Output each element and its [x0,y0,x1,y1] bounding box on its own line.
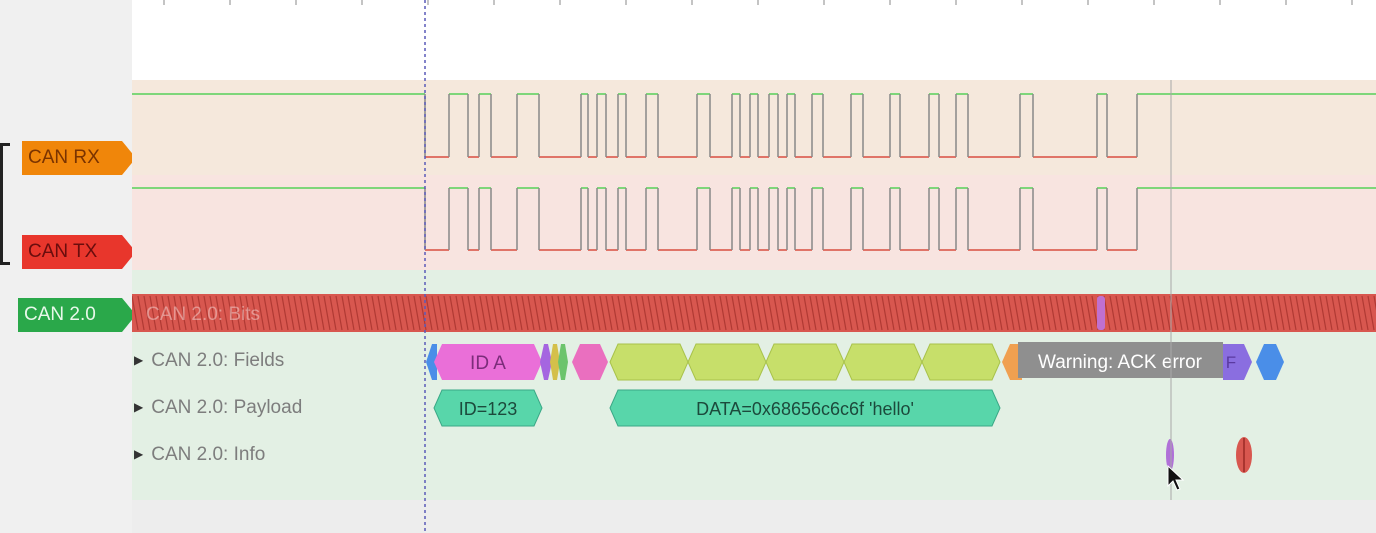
waveform-area[interactable]: CAN 2.0: Bits ID A Warning: ACK error F … [132,0,1376,533]
bits-marker [1097,296,1105,330]
decoder-row-fields[interactable]: ▶ CAN 2.0: Fields [134,350,284,372]
field-end [1256,344,1284,380]
info-lane [1166,437,1252,473]
field-id-label: ID A [470,353,506,374]
decoder-row-fields-label: CAN 2.0: Fields [151,350,285,371]
payload-data-segment [609,389,1001,427]
field-eof-label: F [1226,353,1236,372]
field-id [434,344,542,380]
field-dlc [572,344,608,380]
payload-lane: ID=123 DATA=0x68656c6c6f 'hello' [433,389,1001,427]
channel-label-can-2-0-text: CAN 2.0 [24,304,96,325]
can-tx-trace-band[interactable] [132,175,1376,270]
bits-lane-label: CAN 2.0: Bits [146,304,260,325]
mouse-pointer-icon [1167,464,1185,491]
payload-data-label: DATA=0x68656c6c6f 'hello' [696,399,914,419]
expand-triangle-icon[interactable]: ▶ [134,353,144,367]
field-rtr [540,344,552,380]
channel-label-can-tx-text: CAN TX [28,241,98,262]
decoder-row-payload-label: CAN 2.0: Payload [151,397,303,418]
bottom-gutter [132,500,1376,533]
decoder-row-payload[interactable]: ▶ CAN 2.0: Payload [134,397,302,419]
field-crc [1002,344,1022,380]
field-eof [1223,344,1252,380]
field-ide [550,344,560,380]
payload-id-label: ID=123 [459,399,518,419]
field-r0 [558,344,568,380]
channel-group-bracket [0,143,10,265]
channel-label-can-rx[interactable]: CAN RX [22,141,136,175]
field-data-byte [609,343,689,381]
field-sof [426,344,437,380]
decoder-row-info[interactable]: ▶ CAN 2.0: Info [134,444,265,466]
can-tx-edges [424,188,1138,250]
field-data-byte [843,343,923,381]
waveform-canvas: CAN 2.0: Bits ID A Warning: ACK error F … [132,0,1376,533]
info-marker-ack [1166,439,1174,471]
expand-triangle-icon[interactable]: ▶ [134,447,144,461]
field-data-byte [687,343,767,381]
field-data-byte [921,343,1001,381]
channel-label-can-2-0[interactable]: CAN 2.0 [18,298,136,332]
channel-label-can-tx[interactable]: CAN TX [22,235,136,269]
channel-label-can-rx-text: CAN RX [28,147,100,168]
timeline-ruler[interactable] [132,0,1376,80]
fields-lane: ID A Warning: ACK error F [426,342,1284,381]
ack-error-warning-text: Warning: ACK error [1038,352,1203,373]
payload-id-segment [433,389,543,427]
decoder-row-info-label: CAN 2.0: Info [151,444,266,465]
can-rx-edges [424,94,1138,157]
can-rx-trace-band[interactable] [132,80,1376,175]
field-data-byte [765,343,845,381]
ack-error-warning [1018,342,1223,378]
expand-triangle-icon[interactable]: ▶ [134,400,144,414]
ruler-ticks [163,0,1353,5]
